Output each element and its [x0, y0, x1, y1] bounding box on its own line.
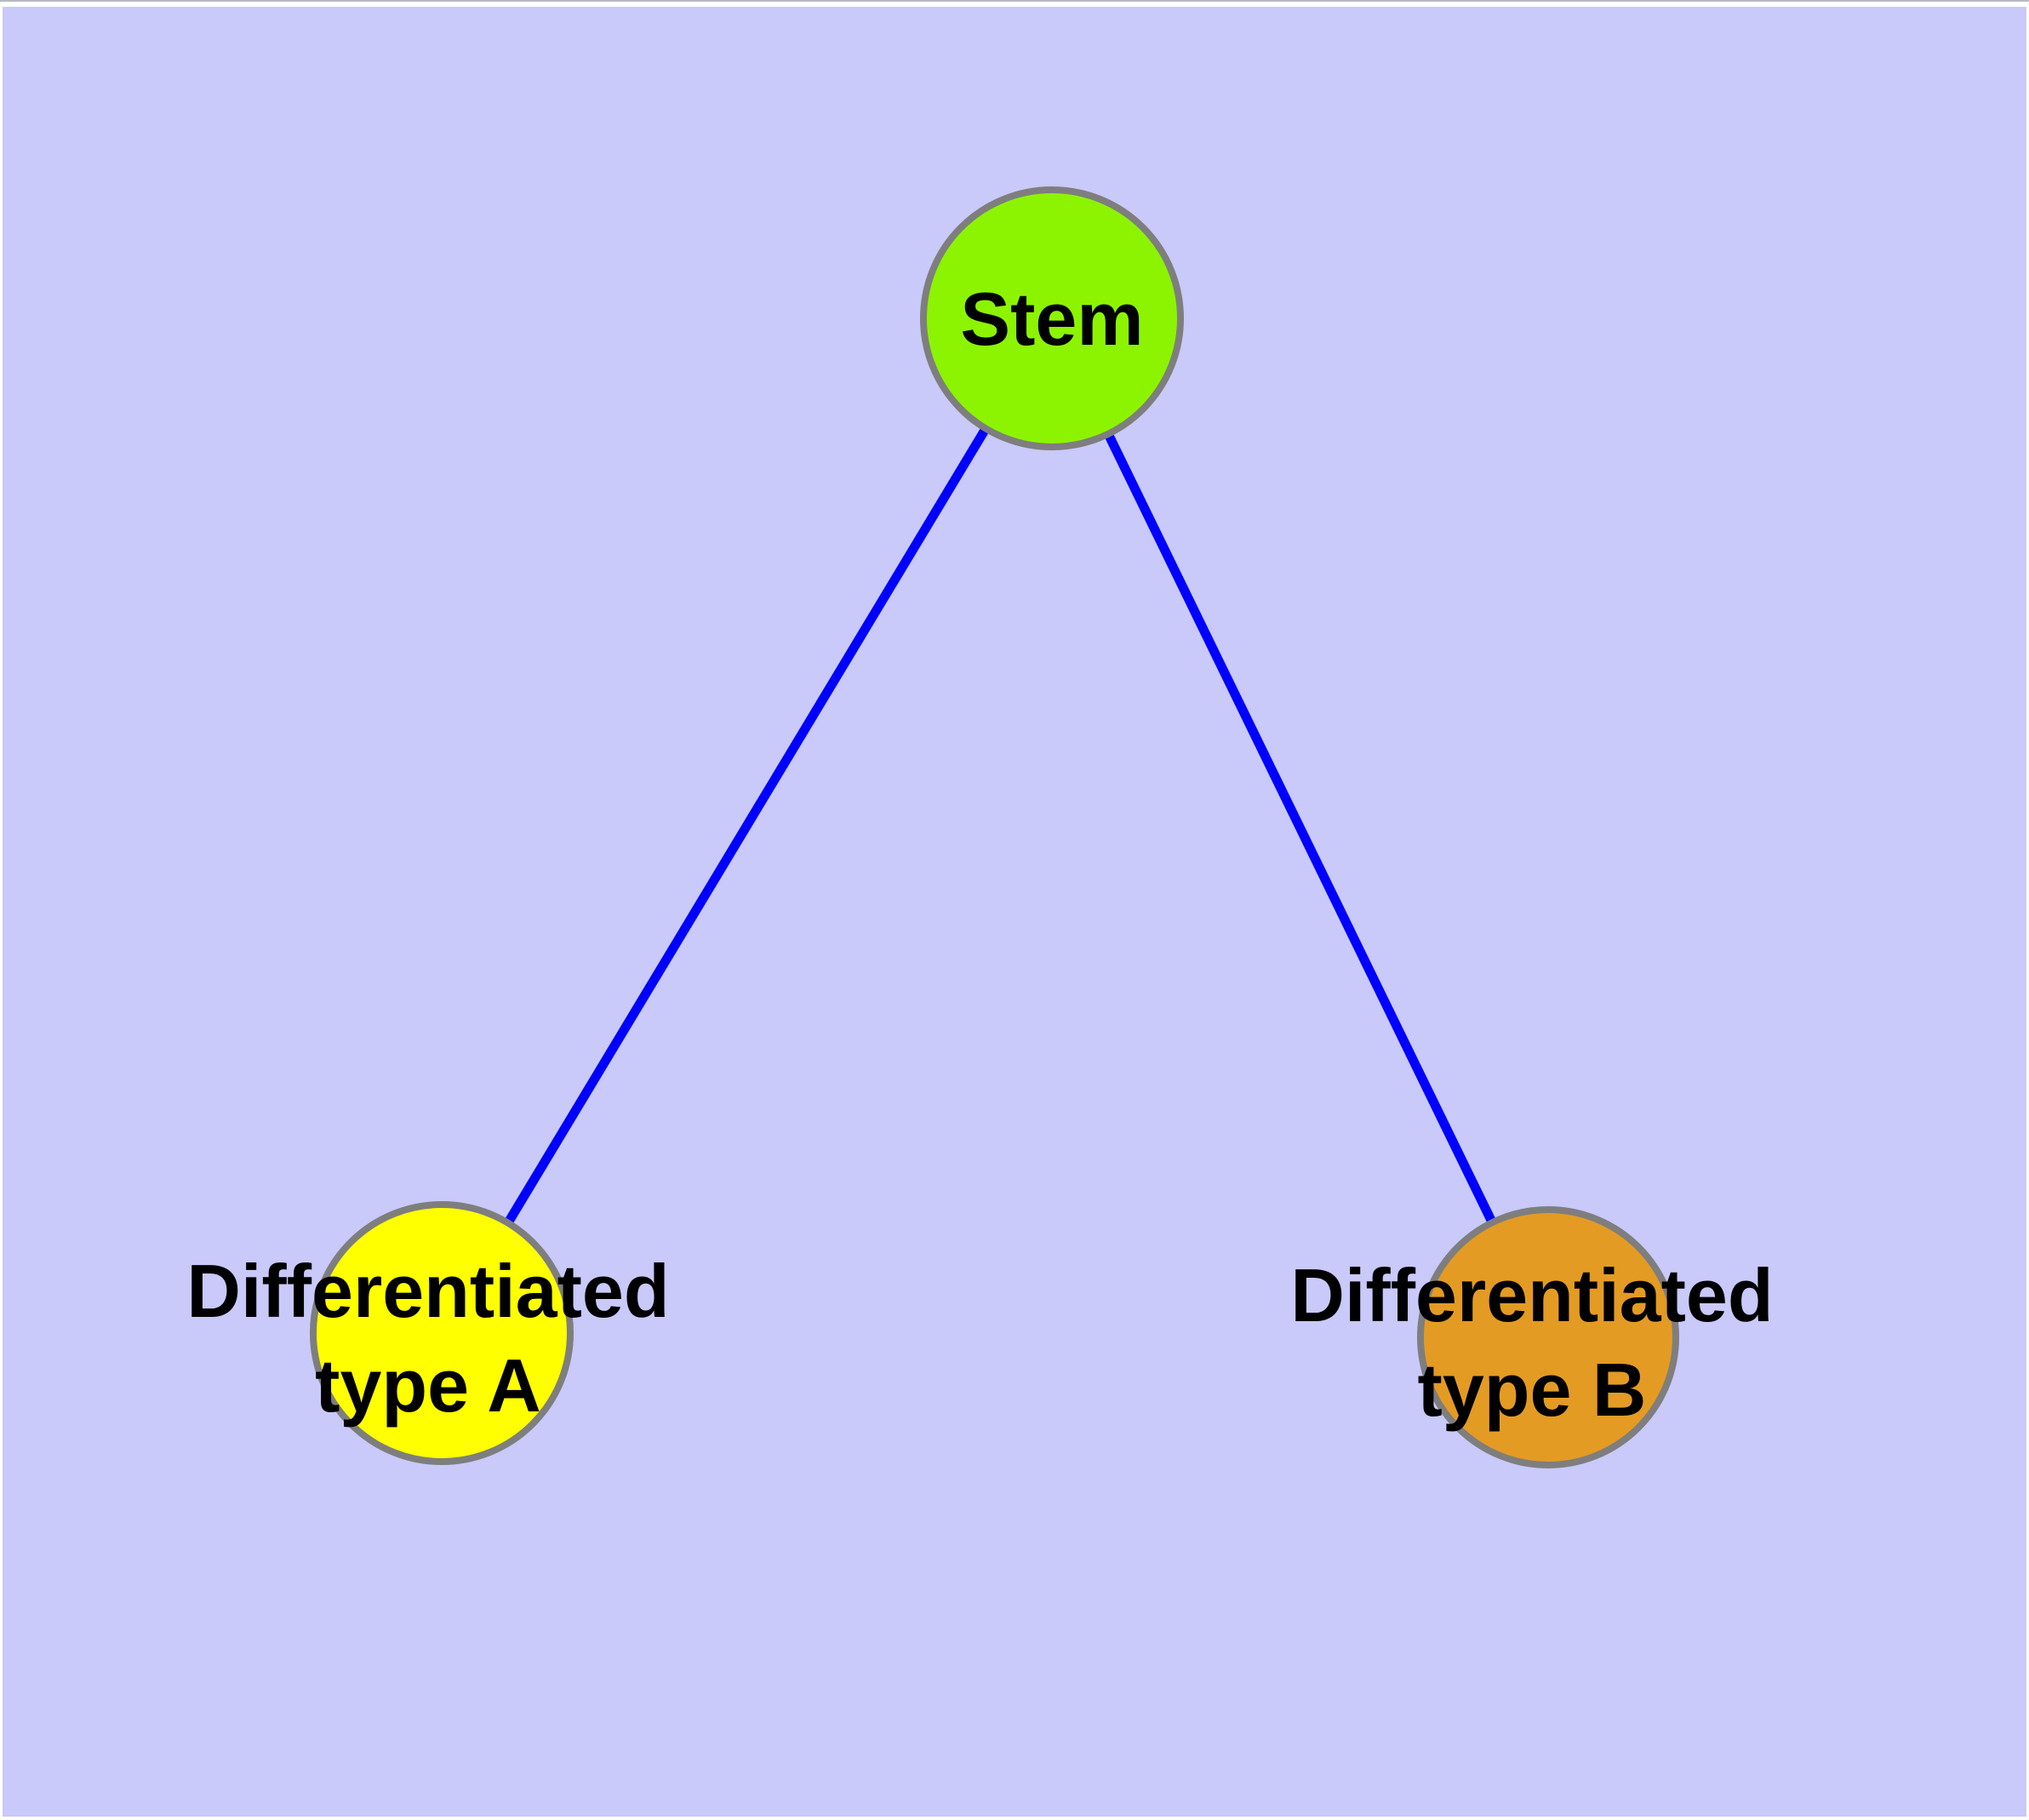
node-type-b-label-line1: Differentiated: [1290, 1253, 1773, 1337]
edge-stem-to-type-a: [437, 316, 1056, 1336]
node-type-a-label-line2: type A: [315, 1343, 541, 1428]
node-differentiated-type-a: [310, 1201, 574, 1465]
node-type-b-label-line2: type B: [1418, 1348, 1647, 1432]
node-type-a-label-line1: Differentiated: [186, 1249, 669, 1333]
node-stem-label: Stem: [960, 277, 1143, 361]
edge-stem-to-type-b: [1048, 316, 1552, 1340]
node-differentiated-type-b: [1417, 1206, 1679, 1468]
node-stem: [920, 186, 1184, 450]
top-hairline: [0, 0, 2029, 2]
